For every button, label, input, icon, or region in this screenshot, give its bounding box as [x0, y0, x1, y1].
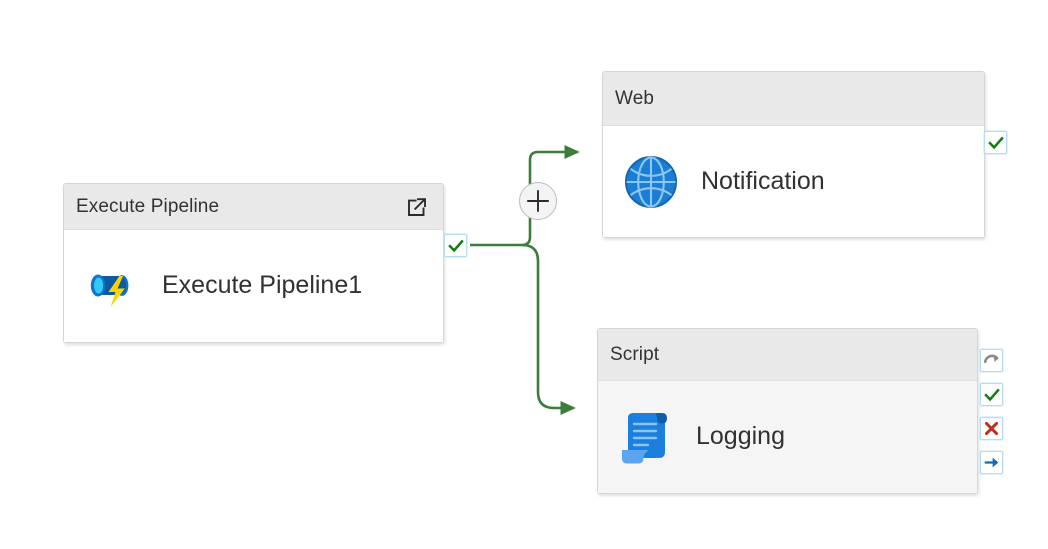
- node-header: Web: [603, 72, 984, 126]
- activity-node-script[interactable]: Script: [597, 328, 1003, 494]
- cross-icon: [984, 421, 999, 436]
- dependency-badge-skipped[interactable]: [980, 349, 1003, 372]
- node-header-title: Script: [610, 344, 660, 365]
- check-icon: [987, 136, 1004, 149]
- node-label: Logging: [696, 422, 785, 451]
- plus-icon: [527, 190, 549, 212]
- node-header-title: Web: [615, 88, 655, 109]
- node-header: Execute Pipeline: [64, 184, 443, 230]
- node-header-title: Execute Pipeline: [76, 196, 220, 217]
- execute-pipeline-icon: [84, 258, 140, 314]
- node-body: Notification: [603, 126, 984, 237]
- node-header: Script: [598, 329, 977, 381]
- node-label: Execute Pipeline1: [162, 271, 363, 300]
- node-body: Execute Pipeline1: [64, 230, 443, 342]
- node-label: Notification: [701, 166, 825, 195]
- check-icon: [983, 388, 1000, 401]
- dependency-badge-failure[interactable]: [980, 417, 1003, 440]
- node-body: Logging: [598, 381, 977, 493]
- edge-to-script: [521, 243, 576, 416]
- activity-node-web[interactable]: Web Notification: [602, 71, 1007, 238]
- check-icon: [447, 239, 464, 252]
- arrow-right-icon: [984, 457, 999, 468]
- add-activity-button[interactable]: [519, 182, 557, 220]
- globe-icon: [623, 154, 679, 210]
- open-in-new-window-icon[interactable]: [403, 193, 431, 221]
- skipped-loop-icon: [983, 354, 999, 364]
- dependency-badge-success[interactable]: [980, 383, 1003, 406]
- activity-node-execute-pipeline[interactable]: Execute Pipeline: [63, 183, 467, 343]
- dependency-badge-success[interactable]: [444, 234, 467, 257]
- dependency-badge-completion[interactable]: [980, 451, 1003, 474]
- script-scroll-icon: [618, 409, 674, 465]
- dependency-badge-success[interactable]: [984, 131, 1007, 154]
